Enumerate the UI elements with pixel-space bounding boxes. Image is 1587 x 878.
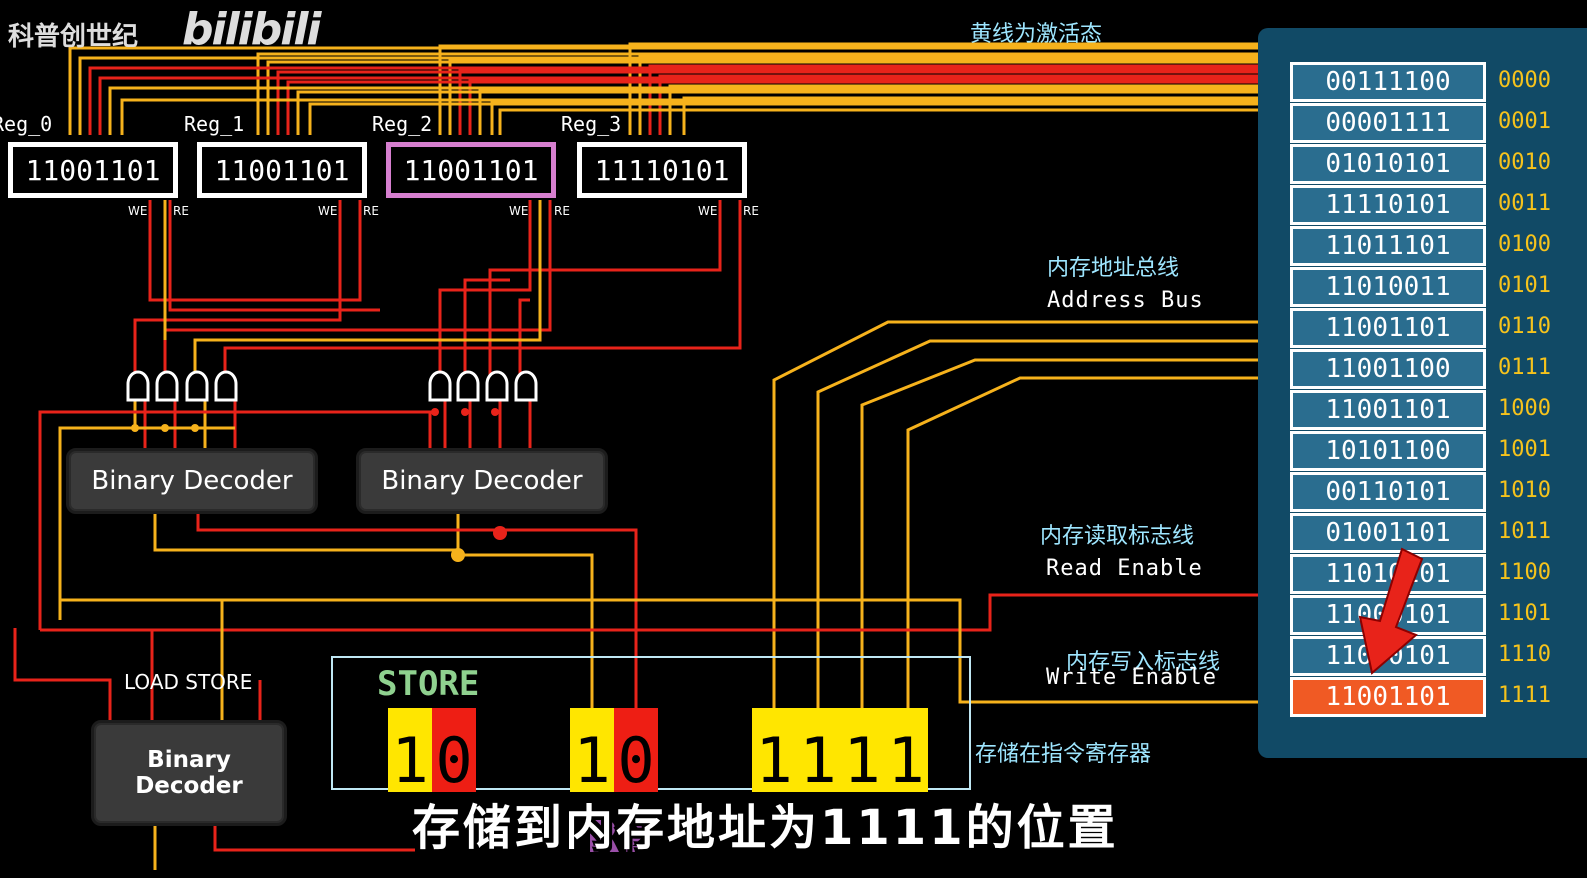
memory-address: 0100 <box>1498 232 1551 257</box>
write-enable-label: Write Enable <box>1046 665 1217 690</box>
memory-cell: 11110101 <box>1290 185 1486 225</box>
memory-address: 1111 <box>1498 683 1551 708</box>
address-bus-label: Address Bus <box>1047 288 1204 313</box>
opcode-bit-0: 1 <box>388 708 432 792</box>
channel-name: 科普创世纪 <box>8 22 139 52</box>
memory-address: 1000 <box>1498 396 1551 421</box>
memory-address: 0001 <box>1498 109 1551 134</box>
memory-cell: 11001101 <box>1290 308 1486 348</box>
memory-cell: 11001101 <box>1290 677 1486 717</box>
memory-address: 1101 <box>1498 601 1551 626</box>
we-pin-0: WE <box>128 204 148 218</box>
memory-cell: 00110101 <box>1290 472 1486 512</box>
memory-address: 0111 <box>1498 355 1551 380</box>
register-label-2: Reg_2 <box>372 112 433 136</box>
we-pin-3: WE <box>698 204 718 218</box>
decoder-line-1: Binary <box>147 747 231 773</box>
memory-address: 0110 <box>1498 314 1551 339</box>
register-0: 11001101 <box>8 142 178 198</box>
memory-address: 0011 <box>1498 191 1551 216</box>
memory-cell: 00001111 <box>1290 103 1486 143</box>
register-label-0: Reg_0 <box>0 112 53 136</box>
opcode-bit-1: 0 <box>432 708 476 792</box>
register-3: 11110101 <box>577 142 747 198</box>
binary-decoder-middle: Binary Decoder <box>356 448 608 514</box>
memory-address: 0101 <box>1498 273 1551 298</box>
memory-cell: 11001101 <box>1290 390 1486 430</box>
re-pin-0: RE <box>173 204 189 218</box>
register-2-active: 11001101 <box>386 142 556 198</box>
register-label-3: Reg_3 <box>561 112 622 136</box>
register-bit-0: 1 <box>570 708 614 792</box>
memory-cell: 10101100 <box>1290 431 1486 471</box>
address-bit-0: 1 <box>752 708 796 792</box>
binary-decoder-bottom: Binary Decoder <box>91 720 287 826</box>
we-pin-1: WE <box>318 204 338 218</box>
memory-address: 1001 <box>1498 437 1551 462</box>
memory-cell: 11011101 <box>1290 226 1486 266</box>
read-enable-label-cn: 内存读取标志线 <box>1040 524 1195 549</box>
memory-cell: 11010101 <box>1290 554 1486 594</box>
memory-cell: 11001100 <box>1290 349 1486 389</box>
address-bus-label-cn: 内存地址总线 <box>1047 256 1180 281</box>
memory-address: 1010 <box>1498 478 1551 503</box>
memory-cell: 00111100 <box>1290 62 1486 102</box>
memory-address: 1011 <box>1498 519 1551 544</box>
read-enable-label: Read Enable <box>1046 556 1203 581</box>
bilibili-logo: bilibili <box>182 4 321 55</box>
register-bit-1: 0 <box>614 708 658 792</box>
memory-address: 1110 <box>1498 642 1551 667</box>
we-pin-2: WE <box>509 204 529 218</box>
decoder-line-2: Decoder <box>135 773 243 799</box>
address-bit-2: 1 <box>840 708 884 792</box>
memory-address: 1100 <box>1498 560 1551 585</box>
re-pin-2: RE <box>554 204 570 218</box>
memory-address: 0000 <box>1498 68 1551 93</box>
arrow-down-icon <box>1358 547 1424 675</box>
register-1: 11001101 <box>197 142 367 198</box>
register-name: R2 <box>586 812 651 863</box>
memory-cell: 01010101 <box>1290 144 1486 184</box>
opcode-label: STORE <box>377 664 480 704</box>
subtitle: 存储到内存地址为1111的位置 <box>412 800 1119 856</box>
active-wire-note: 黄线为激活态 <box>970 22 1103 47</box>
channel-watermark: 科普创世纪 <box>8 16 138 53</box>
load-store-label: LOAD STORE <box>124 670 253 694</box>
and-gates <box>126 370 538 402</box>
memory-cell: 01001101 <box>1290 513 1486 553</box>
register-label-1: Reg_1 <box>184 112 245 136</box>
binary-decoder-left: Binary Decoder <box>66 448 318 514</box>
write-enable-label-cn: 内存写入标志线 <box>1066 650 1221 675</box>
re-pin-1: RE <box>363 204 379 218</box>
re-pin-3: RE <box>743 204 759 218</box>
memory-address: 0010 <box>1498 150 1551 175</box>
instruction-register-note: 存储在指令寄存器 <box>975 742 1152 767</box>
address-bit-1: 1 <box>796 708 840 792</box>
memory-cell: 11010011 <box>1290 267 1486 307</box>
address-bit-3: 1 <box>884 708 928 792</box>
